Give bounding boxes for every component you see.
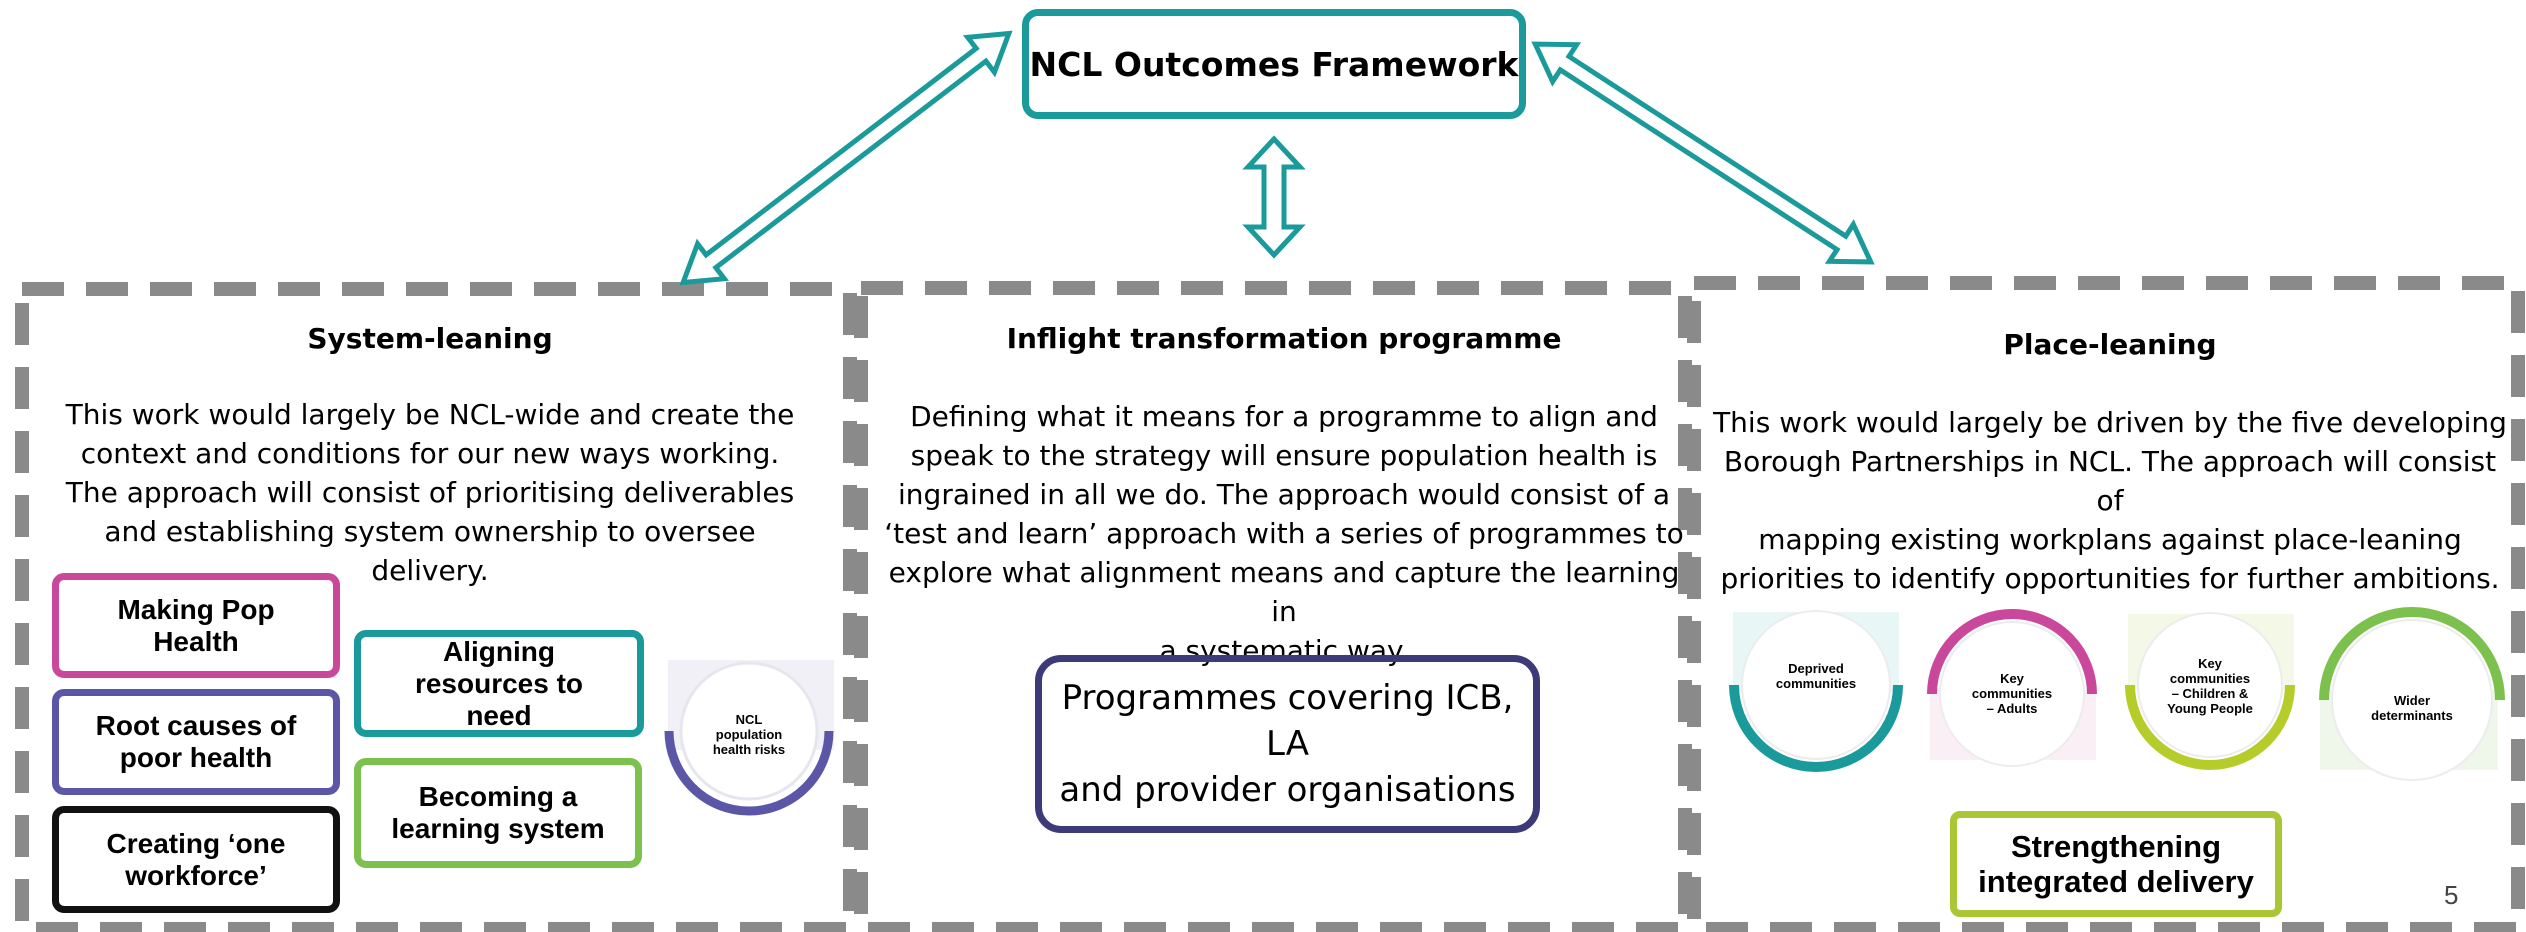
population-health-label: NCL population health risks	[689, 712, 809, 757]
circle-line: Key	[2000, 671, 2024, 686]
box-line: Root causes of	[95, 710, 297, 741]
middle-body-line: speak to the strategy will ensure popula…	[910, 439, 1658, 472]
right-body-line: This work would largely be driven by the…	[1713, 406, 2507, 439]
key-communities-children-label: Key communities – Children & Young Peopl…	[2150, 656, 2270, 716]
integrated-delivery-box: Strengthening integrated delivery	[1950, 811, 2282, 917]
circle-line: determinants	[2371, 708, 2453, 723]
learning-system-box: Becoming a learning system	[354, 758, 642, 868]
left-body-line: and establishing system ownership to ove…	[104, 515, 756, 548]
circle-line: communities	[2169, 671, 2251, 686]
right-double-arrow	[1531, 41, 1875, 265]
framework-title: NCL Outcomes Framework	[1029, 44, 1519, 84]
left-body-line: This work would largely be NCL-wide and …	[65, 398, 795, 431]
circle-line: – Adults	[1986, 701, 2038, 716]
right-panel-title: Place-leaning	[2003, 328, 2217, 361]
middle-panel-body: Defining what it means for a programme t…	[880, 397, 1688, 670]
box-line: Creating ‘one	[106, 827, 286, 859]
population-health-circle	[664, 660, 834, 816]
key-communities-children-circle	[2125, 612, 2295, 770]
aligning-resources-box: Aligning resources to need	[354, 630, 644, 737]
box-line: poor health	[119, 742, 273, 773]
circle-line: population	[715, 727, 783, 742]
left-body-line: context and conditions for our new ways …	[80, 437, 780, 470]
making-pop-health-box: Making Pop Health	[52, 573, 340, 678]
middle-body-line: Defining what it means for a programme t…	[910, 400, 1658, 433]
right-panel-border	[1687, 276, 2525, 932]
circle-line: Deprived	[1788, 661, 1844, 676]
box-line: Making Pop	[117, 593, 275, 625]
left-body-line: delivery.	[371, 554, 489, 587]
middle-panel-title: Inflight transformation programme	[1006, 322, 1562, 355]
right-body-line: Borough Partnerships in NCL. The approac…	[1723, 445, 2497, 517]
left-panel-body: This work would largely be NCL-wide and …	[40, 395, 820, 590]
box-line: Health	[153, 625, 239, 657]
circle-line: – Children &	[2171, 686, 2249, 701]
box-line: Aligning	[443, 635, 555, 667]
left-double-arrow	[679, 30, 1013, 286]
circle-line: communities	[1775, 676, 1857, 691]
right-panel-body: This work would largely be driven by the…	[1710, 403, 2510, 598]
integrated-line: Strengthening	[2010, 829, 2222, 864]
circle-line: Young People	[2167, 701, 2253, 716]
right-body-line: mapping existing workplans against place…	[1758, 523, 2462, 556]
center-double-arrow	[1242, 135, 1306, 259]
left-body-line: The approach will consist of prioritisin…	[65, 476, 795, 509]
deprived-communities-circle	[1729, 610, 1903, 772]
programme-line: and provider organisations	[1059, 770, 1516, 810]
box-line: Becoming a	[418, 781, 578, 812]
root-causes-box: Root causes of poor health	[52, 689, 340, 795]
wider-determinants-label: Wider determinants	[2352, 693, 2472, 723]
key-communities-adults-label: Key communities – Adults	[1952, 671, 2072, 716]
left-panel-title: System-leaning	[307, 322, 553, 355]
middle-body-line: explore what alignment means and capture…	[888, 556, 1680, 628]
circle-line: NCL	[735, 712, 763, 727]
page-number: 5	[2444, 880, 2459, 910]
programme-line: Programmes covering ICB, LA	[1061, 678, 1514, 764]
box-line: workforce’	[125, 859, 267, 891]
programmes-box: Programmes covering ICB, LA and provider…	[1035, 655, 1540, 833]
circle-line: Key	[2198, 656, 2222, 671]
one-workforce-box: Creating ‘one workforce’	[52, 806, 340, 913]
left-panel-border	[15, 282, 857, 932]
box-line: need	[466, 699, 532, 731]
wider-determinants-circle	[2319, 607, 2505, 781]
middle-panel-border	[854, 281, 1692, 932]
right-body-line: priorities to identify opportunities for…	[1720, 562, 2500, 595]
deprived-communities-label: Deprived communities	[1756, 661, 1876, 691]
middle-body-line: ingrained in all we do. The approach wou…	[898, 478, 1670, 511]
circle-line: health risks	[712, 742, 786, 757]
framework-title-box: NCL Outcomes Framework	[1022, 9, 1526, 119]
integrated-line: integrated delivery	[1978, 864, 2254, 899]
key-communities-adults-circle	[1927, 609, 2097, 767]
box-line: learning system	[391, 813, 605, 844]
middle-body-line: ‘test and learn’ approach with a series …	[884, 517, 1684, 550]
circle-line: Wider	[2394, 693, 2430, 708]
box-line: resources to	[414, 667, 584, 699]
circle-line: communities	[1971, 686, 2053, 701]
